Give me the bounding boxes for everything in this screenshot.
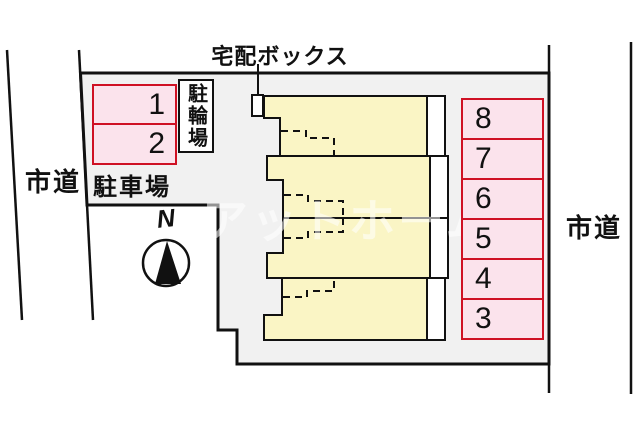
road-label-left: 市道 xyxy=(25,167,82,197)
entry-path-unit-3 xyxy=(284,219,344,239)
balcony-strip-4 xyxy=(426,277,446,341)
parking-space-2: 2 xyxy=(92,123,177,165)
compass-needle-icon xyxy=(155,241,181,284)
parking-lot-label: 駐車場 xyxy=(93,174,171,201)
entry-path-unit-1 xyxy=(281,130,335,155)
entry-path-unit-4 xyxy=(283,279,335,298)
balcony-strip-3 xyxy=(429,217,449,279)
parking-space-7: 7 xyxy=(461,138,544,180)
building-unit-3 xyxy=(266,217,431,279)
parking-space-8: 8 xyxy=(461,98,544,140)
parking-space-number: 4 xyxy=(475,262,492,295)
balcony-strip-1 xyxy=(426,95,446,157)
parking-space-4: 4 xyxy=(461,258,544,300)
parking-space-6: 6 xyxy=(461,178,544,220)
road-left-outer-line xyxy=(5,49,24,321)
bicycle-parking-label: 駐輪場 xyxy=(178,79,214,153)
parking-space-number: 3 xyxy=(475,302,492,335)
parking-space-number: 6 xyxy=(475,182,492,215)
parking-space-3: 3 xyxy=(461,298,544,340)
delivery-box xyxy=(251,94,264,117)
parking-space-5: 5 xyxy=(461,218,544,260)
parking-space-1: 1 xyxy=(92,84,177,125)
building-unit-1 xyxy=(263,95,428,157)
parking-space-number: 7 xyxy=(475,142,492,175)
parking-space-number: 8 xyxy=(475,102,492,135)
entry-path-unit-2 xyxy=(284,194,344,217)
building-unit-2 xyxy=(266,155,431,219)
parking-space-number: 5 xyxy=(475,222,492,255)
compass-north-label: N xyxy=(155,204,177,234)
parking-space-number: 1 xyxy=(148,87,165,121)
building-unit-4 xyxy=(263,277,428,341)
parking-space-number: 2 xyxy=(148,127,165,160)
balcony-strip-2 xyxy=(429,155,449,219)
road-label-right: 市道 xyxy=(566,213,623,243)
delivery-box-label: 宅配ボックス xyxy=(211,44,349,69)
